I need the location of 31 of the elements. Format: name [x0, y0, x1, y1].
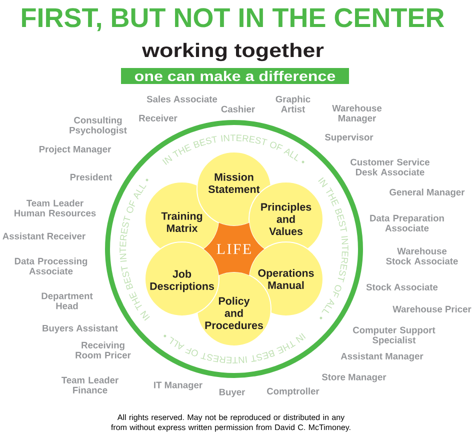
role-label: Store Manager: [322, 374, 386, 382]
role-label: Warehouse Manager: [332, 104, 382, 124]
copyright-note: All rights reserved. May not be reproduced or distributed in any from without express written permission from David C. McTimoney.: [111, 414, 350, 432]
role-label: Team Leader Human Resources: [14, 200, 96, 216]
role-label: IT Manager: [154, 382, 202, 390]
role-label: Team Leader Finance: [62, 376, 118, 394]
role-label: Buyers Assistant: [42, 324, 118, 334]
title: FIRST, BUT NOT IN THE CENTER: [22, 8, 444, 32]
banner: one can make a difference: [121, 68, 349, 84]
role-label: President: [70, 174, 112, 180]
role-label: Buyer: [219, 388, 246, 398]
role-label: Data Preparation Associate: [370, 214, 444, 232]
role-label: General Manager: [390, 188, 465, 198]
role-label: Graphic Artist: [276, 96, 310, 112]
role-label: Supervisor: [324, 134, 374, 142]
role-label: Receiver: [139, 114, 178, 122]
role-label: Customer Service Desk Associate: [350, 158, 430, 176]
role-label: Project Manager: [39, 146, 112, 154]
role-label: Computer Support Specialist: [353, 326, 436, 346]
role-label: Consulting Psychologist: [70, 116, 127, 136]
role-label: Department Head: [42, 292, 93, 310]
role-label: Warehouse Pricer: [392, 306, 472, 312]
role-label: Assistant Manager: [340, 352, 424, 362]
role-label: Cashier: [221, 106, 255, 112]
role-label: Comptroller: [267, 388, 320, 396]
role-label: Stock Associate: [366, 284, 438, 290]
role-label: Data Processing Associate: [14, 258, 88, 274]
role-label: Warehouse Stock Associate: [386, 248, 458, 264]
role-label: Sales Associate: [146, 96, 218, 102]
role-label: Receiving Room Pricer: [76, 342, 131, 358]
role-label: Assistant Receiver: [2, 232, 86, 240]
